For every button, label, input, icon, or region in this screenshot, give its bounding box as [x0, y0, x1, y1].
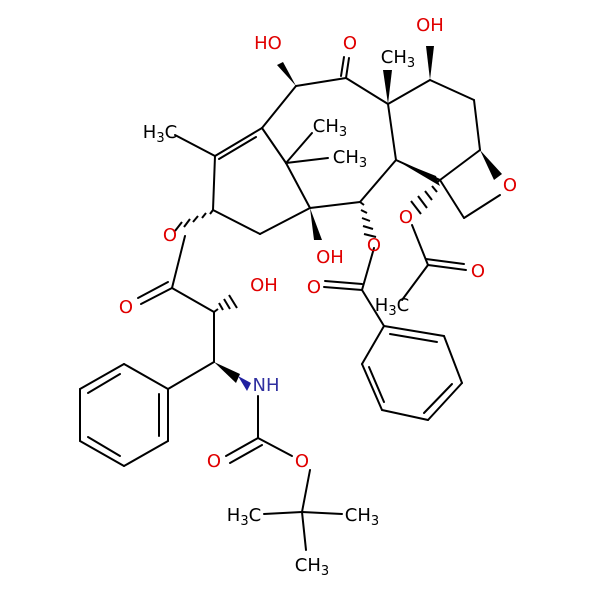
bond [79, 440, 125, 467]
bond [345, 77, 389, 105]
wedge-bond [480, 150, 502, 180]
bond [87, 436, 121, 457]
bond [427, 382, 463, 421]
bond [345, 57, 350, 79]
hydroxyl-label: OH [250, 275, 278, 296]
oxetane-oxygen-label: O [503, 175, 517, 196]
methyl-label: H3C [227, 505, 261, 529]
bond [301, 511, 307, 551]
bond [212, 155, 216, 211]
bond [174, 134, 216, 157]
bond [387, 103, 397, 161]
wedge-bond [396, 160, 440, 186]
bond [309, 201, 361, 209]
bond [401, 264, 429, 301]
methyl-label: H3C [375, 295, 409, 319]
hydroxyl-label: HO [254, 33, 282, 54]
bond [87, 373, 121, 394]
bond [463, 194, 501, 219]
wedge-bond [310, 208, 322, 240]
methyl-label: CH3 [313, 116, 347, 140]
bond [359, 159, 397, 203]
wedge-bond [238, 376, 251, 391]
bond [285, 132, 313, 164]
bond [171, 287, 215, 313]
bond [368, 366, 385, 403]
acetate-oxygen-label: O [399, 207, 413, 228]
bond [340, 56, 345, 77]
bond [167, 361, 215, 390]
bond [285, 157, 329, 164]
bond [361, 289, 385, 327]
bond [301, 469, 311, 513]
wedge-bond [214, 362, 240, 383]
bond [439, 149, 481, 181]
benzoate-carbonyl-oxygen-label: O [307, 277, 321, 298]
bond [79, 363, 125, 390]
bond [389, 333, 438, 343]
bond [261, 85, 297, 129]
bond [123, 440, 169, 467]
bond [295, 77, 347, 87]
bond [387, 79, 431, 105]
bond [137, 281, 169, 299]
bond [423, 383, 453, 414]
wedge-bond [383, 70, 392, 104]
ester-oxygen-label: O [163, 225, 177, 246]
methyl-label: CH3 [381, 47, 415, 71]
bond [140, 287, 173, 305]
bond [212, 209, 261, 235]
bond [323, 286, 363, 291]
hash-bond [359, 201, 377, 238]
bond [263, 511, 303, 515]
bond [425, 258, 465, 265]
bond [473, 99, 481, 151]
bond [361, 363, 383, 411]
methyl-label: H3C [143, 122, 177, 146]
wedge-bond [277, 62, 296, 86]
ester-carbonyl-oxygen-label: O [119, 297, 133, 318]
bond [225, 437, 259, 457]
bond [218, 136, 257, 160]
bond [383, 325, 445, 337]
bond [123, 363, 169, 390]
hydroxyl-label: OH [316, 247, 344, 268]
carbamate-carbonyl-oxygen-label: O [207, 451, 221, 472]
hash-bond [410, 179, 441, 215]
bond [429, 79, 475, 101]
bond [361, 325, 385, 365]
bond [229, 444, 263, 464]
bond [214, 127, 263, 157]
bond [171, 235, 186, 289]
ketone-oxygen-label: O [343, 33, 357, 54]
hydroxyl-label: OH [416, 15, 444, 36]
methyl-label: CH3 [333, 147, 367, 171]
bond [301, 511, 343, 515]
methyl-label: CH3 [345, 505, 379, 529]
bond [361, 247, 375, 291]
stereo-bonds [174, 46, 502, 391]
hash-bond [213, 294, 238, 313]
acetate-carbonyl-oxygen-label: O [471, 261, 485, 282]
hash-bond [174, 209, 214, 232]
bond [259, 207, 311, 235]
bond [443, 335, 463, 384]
atom-labels: HO O OH O OH O O O O O OH O NH O O H3C C… [119, 15, 517, 579]
benzoate-oxygen-label: O [367, 235, 381, 256]
bond [427, 264, 467, 271]
bond [439, 179, 465, 219]
bond [381, 409, 429, 421]
bond [257, 437, 293, 457]
bond [324, 280, 363, 285]
methyl-label: CH3 [295, 555, 329, 579]
carbamate-ether-oxygen-label: O [295, 451, 309, 472]
bond [285, 162, 311, 209]
amine-label: NH [253, 375, 280, 396]
wedge-bond [426, 46, 434, 80]
bond [261, 127, 287, 164]
